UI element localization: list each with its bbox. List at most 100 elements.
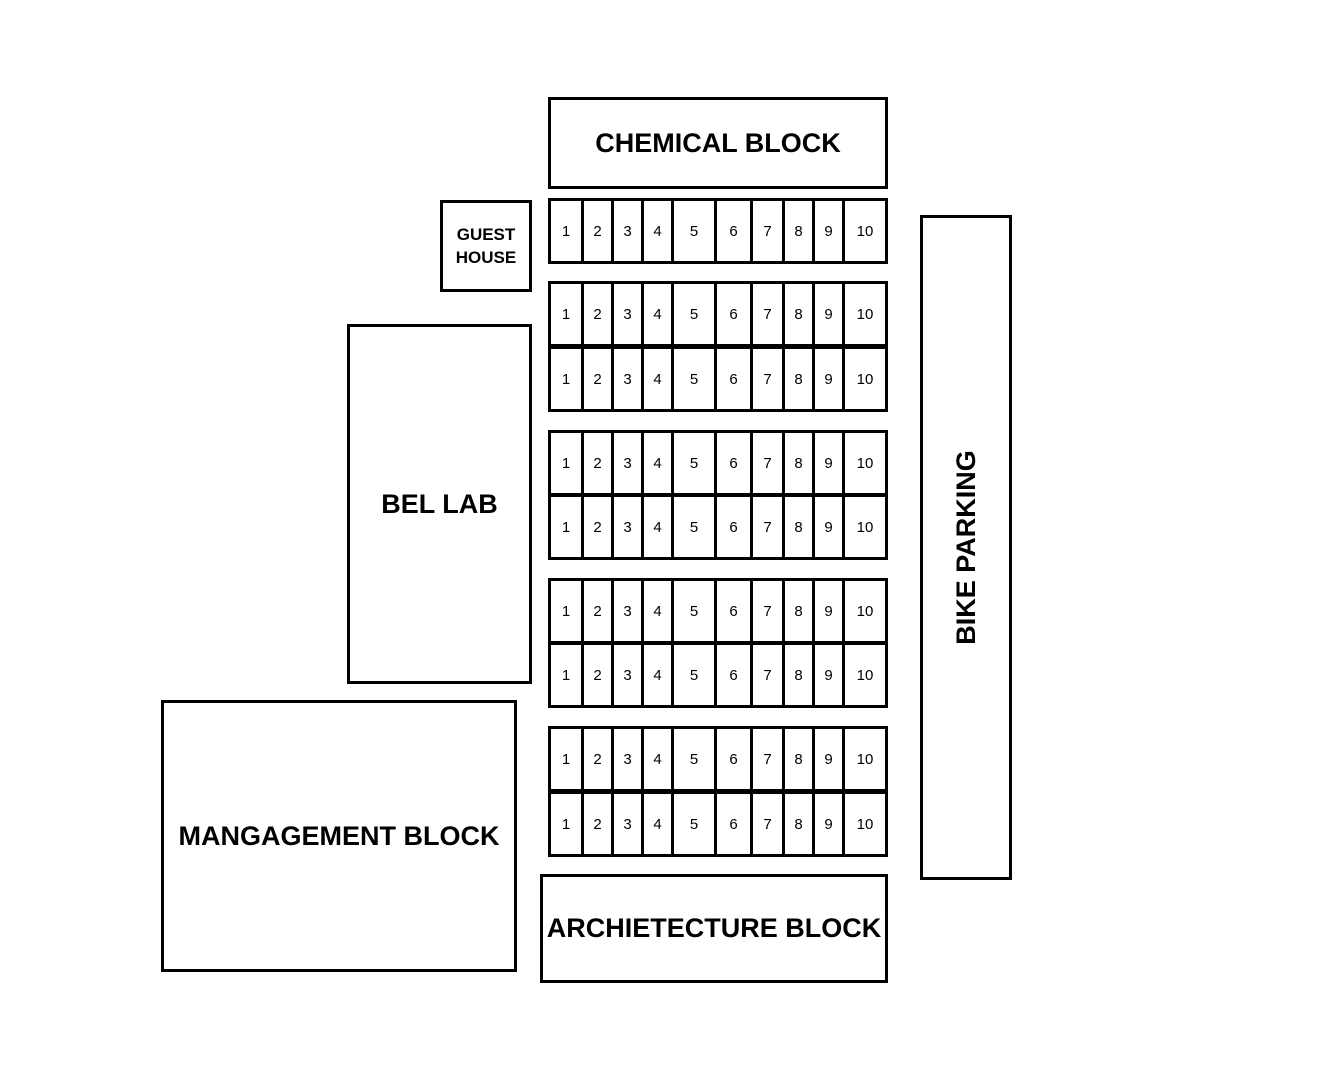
parking-slot: 8 — [785, 729, 815, 789]
chemical-block-label: CHEMICAL BLOCK — [595, 127, 841, 158]
parking-slot: 4 — [644, 284, 674, 344]
parking-slot: 5 — [674, 645, 717, 705]
bike-parking: BIKE PARKING — [920, 215, 1012, 880]
parking-slot: 3 — [614, 645, 644, 705]
parking-slot: 10 — [856, 815, 874, 833]
parking-slot: 8 — [785, 794, 815, 854]
parking-slot: 5 — [674, 497, 717, 557]
parking-slot: 2 — [584, 581, 614, 641]
parking-slot: 10 — [856, 666, 874, 684]
parking-slot: 10 — [856, 222, 874, 240]
parking-slot: 5 — [674, 284, 717, 344]
parking-slot: 8 — [785, 433, 815, 493]
parking-slot: 4 — [644, 794, 674, 854]
parking-slot: 5 — [674, 433, 717, 493]
parking-slot: 5 — [674, 794, 717, 854]
parking-slot: 5 — [674, 581, 717, 641]
parking-slot: 4 — [644, 349, 674, 409]
parking-slot: 3 — [614, 433, 644, 493]
parking-slot: 9 — [815, 433, 845, 493]
parking-slot: 10 — [856, 750, 874, 768]
parking-slot: 8 — [785, 581, 815, 641]
parking-slot: 10 — [856, 454, 874, 472]
parking-slot: 1 — [551, 497, 584, 557]
parking-slot: 7 — [753, 349, 785, 409]
parking-slot: 1 — [551, 645, 584, 705]
parking-slot: 6 — [717, 433, 753, 493]
parking-slot: 7 — [753, 581, 785, 641]
parking-slot: 1 — [551, 729, 584, 789]
bel-lab-label: BEL LAB — [381, 488, 498, 519]
management-block-label: MANGAGEMENT BLOCK — [178, 820, 500, 851]
parking-slot: 7 — [753, 794, 785, 854]
parking-slot: 9 — [815, 497, 845, 557]
parking-slot: 6 — [717, 201, 753, 261]
parking-slot: 8 — [785, 349, 815, 409]
parking-slot: 5 — [674, 201, 717, 261]
parking-slot: 1 — [551, 433, 584, 493]
parking-slot: 4 — [644, 433, 674, 493]
parking-slot: 10 — [856, 518, 874, 536]
parking-slot: 10 — [856, 305, 874, 323]
architecture-block-label: ARCHIETECTURE BLOCK — [546, 913, 882, 943]
parking-slot: 3 — [614, 201, 644, 261]
parking-slot: 9 — [815, 645, 845, 705]
parking-slot: 3 — [614, 581, 644, 641]
parking-slot: 2 — [584, 729, 614, 789]
parking-slot: 8 — [785, 645, 815, 705]
parking-slot: 4 — [644, 201, 674, 261]
parking-slot: 1 — [551, 581, 584, 641]
parking-slot: 3 — [614, 349, 644, 409]
parking-slot: 9 — [815, 794, 845, 854]
parking-slot: 3 — [614, 284, 644, 344]
parking-slot: 2 — [584, 201, 614, 261]
parking-slot: 3 — [614, 794, 644, 854]
parking-slot: 7 — [753, 645, 785, 705]
parking-slot: 5 — [674, 349, 717, 409]
parking-slot: 9 — [815, 284, 845, 344]
parking-slot: 1 — [551, 349, 584, 409]
parking-slot: 5 — [674, 729, 717, 789]
parking-slot: 8 — [785, 284, 815, 344]
parking-slot: 7 — [753, 497, 785, 557]
parking-slot: 2 — [584, 497, 614, 557]
parking-slot: 10 — [856, 602, 874, 620]
chemical-block: CHEMICAL BLOCK — [548, 97, 888, 189]
parking-slot: 3 — [614, 497, 644, 557]
parking-slot: 8 — [785, 201, 815, 261]
parking-slot: 6 — [717, 349, 753, 409]
parking-slot: 2 — [584, 794, 614, 854]
parking-slot: 9 — [815, 349, 845, 409]
bel-lab: BEL LAB — [347, 324, 532, 684]
parking-slot: 3 — [614, 729, 644, 789]
parking-slot: 1 — [551, 284, 584, 344]
parking-slot: 6 — [717, 645, 753, 705]
parking-slot: 4 — [644, 729, 674, 789]
guest-house-label: GUEST HOUSE — [455, 225, 517, 267]
parking-slot: 9 — [815, 729, 845, 789]
parking-slot: 1 — [551, 201, 584, 261]
parking-slot: 4 — [644, 581, 674, 641]
parking-slot: 6 — [717, 284, 753, 344]
parking-slot: 2 — [584, 284, 614, 344]
parking-slot: 6 — [717, 497, 753, 557]
management-block: MANGAGEMENT BLOCK — [161, 700, 517, 972]
parking-slot: 10 — [856, 370, 874, 388]
parking-slot: 7 — [753, 729, 785, 789]
parking-slot: 6 — [717, 581, 753, 641]
parking-slot: 1 — [551, 794, 584, 854]
parking-slot: 6 — [717, 794, 753, 854]
parking-slot: 7 — [753, 284, 785, 344]
parking-slot: 9 — [815, 201, 845, 261]
parking-slot: 7 — [753, 201, 785, 261]
bike-parking-label: BIKE PARKING — [950, 450, 981, 645]
parking-slot: 2 — [584, 645, 614, 705]
